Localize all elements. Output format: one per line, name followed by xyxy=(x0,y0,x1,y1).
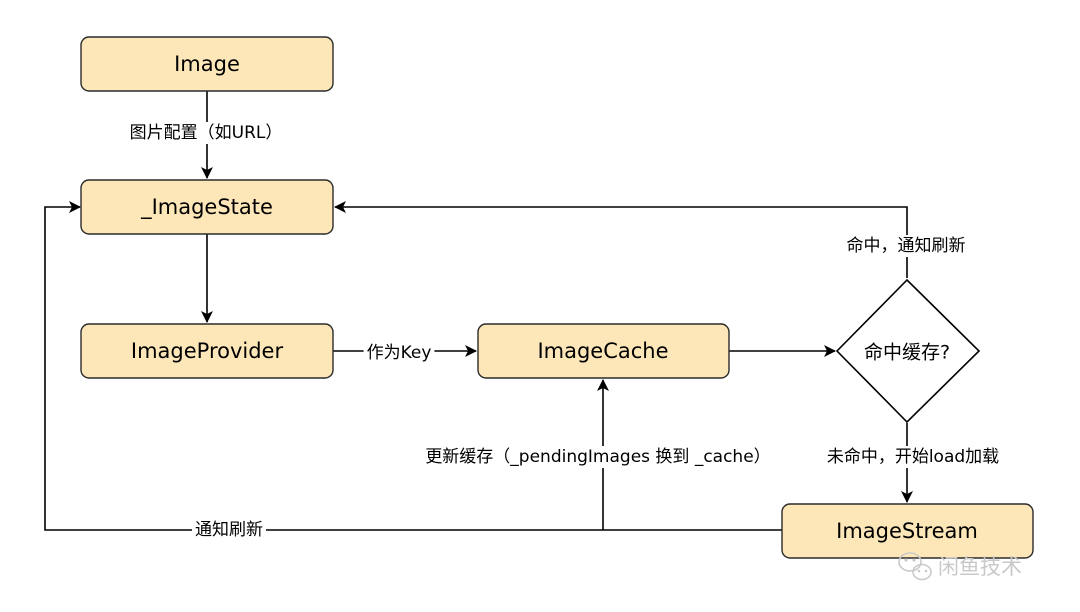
node-label: ImageCache xyxy=(537,339,668,363)
edge-hit-to-state xyxy=(334,201,908,278)
edge-label-text: 图片配置（如URL） xyxy=(130,123,283,143)
node-label: ImageStream xyxy=(836,519,978,543)
node-decision: 命中缓存? xyxy=(835,278,981,424)
wechat-icon xyxy=(898,552,932,581)
edge-label-text: 未命中，开始load加载 xyxy=(827,447,999,467)
node-label: _ImageState xyxy=(140,195,273,220)
watermark: 闲鱼技术 xyxy=(898,552,1022,581)
node-image: Image xyxy=(80,36,334,92)
edge-label-text: 作为Key xyxy=(367,343,432,363)
edge-label-provider-to-cache: 作为Key xyxy=(363,342,435,364)
edge-label-stream-notify: 通知刷新 xyxy=(192,519,266,541)
edge-label-text: 更新缓存（_pendingImages 换到 _cache） xyxy=(425,447,770,467)
node-label: ImageProvider xyxy=(131,339,284,363)
edge-label-hit-notify: 命中，通知刷新 xyxy=(843,235,969,257)
node-label: Image xyxy=(174,52,240,76)
watermark-text: 闲鱼技术 xyxy=(938,555,1022,579)
node-image-provider: ImageProvider xyxy=(80,323,334,379)
edge-label-text: 通知刷新 xyxy=(195,520,263,540)
edge-label-update-cache: 更新缓存（_pendingImages 换到 _cache） xyxy=(422,446,774,468)
node-image-stream: ImageStream xyxy=(781,503,1034,559)
node-image-state: _ImageState xyxy=(80,179,334,235)
node-image-cache: ImageCache xyxy=(477,323,730,379)
edge-label-text: 命中，通知刷新 xyxy=(847,236,966,256)
edge-label-image-to-state: 图片配置（如URL） xyxy=(126,122,286,144)
edge-label-miss-load: 未命中，开始load加载 xyxy=(823,446,1003,468)
node-label: 命中缓存? xyxy=(864,342,950,364)
edge-stream-to-state xyxy=(44,201,782,531)
